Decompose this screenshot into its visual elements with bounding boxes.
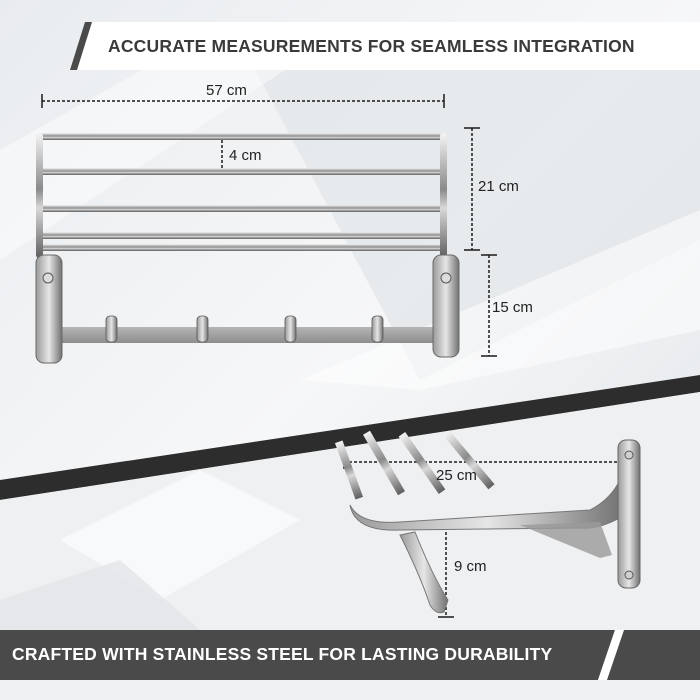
rod-spacing-label: 4 cm (229, 147, 262, 164)
bracket-height-label: 15 cm (492, 299, 533, 316)
footer-banner-shape (0, 630, 700, 680)
footer-title: CRAFTED WITH STAINLESS STEEL FOR LASTING… (12, 644, 553, 664)
header-title: ACCURATE MEASUREMENTS FOR SEAMLESS INTEG… (108, 36, 635, 56)
header-banner-shape (70, 22, 700, 70)
width-label: 57 cm (206, 82, 247, 99)
footer-banner: CRAFTED WITH STAINLESS STEEL FOR LASTING… (0, 630, 700, 680)
depth-label: 25 cm (436, 467, 477, 484)
header-banner: ACCURATE MEASUREMENTS FOR SEAMLESS INTEG… (0, 22, 700, 70)
top-height-label: 21 cm (478, 178, 519, 195)
hook-height-label: 9 cm (454, 558, 487, 575)
rack-side-view (334, 430, 641, 614)
